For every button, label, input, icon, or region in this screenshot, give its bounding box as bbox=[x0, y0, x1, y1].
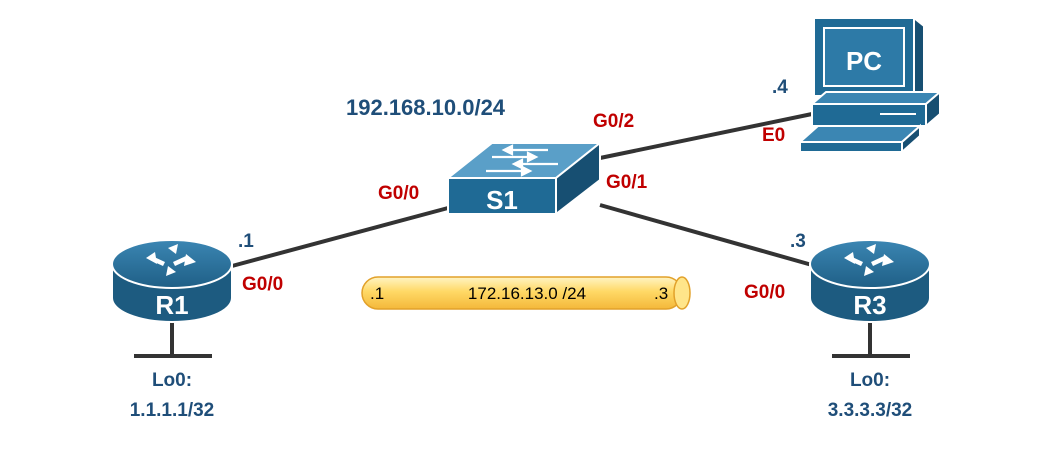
r3-g0-0-label: G0/0 bbox=[744, 282, 786, 303]
r3-loopback-label: Lo0: bbox=[849, 370, 891, 391]
r3-ip-label: .3 bbox=[790, 231, 806, 252]
s1-g0-2-label: G0/2 bbox=[593, 111, 635, 132]
router-icon: R1 bbox=[111, 239, 233, 358]
subnet-tunnel bbox=[361, 276, 691, 310]
pc-e0-label: E0 bbox=[762, 125, 786, 146]
r1-loopback-ip: 1.1.1.1/32 bbox=[129, 400, 215, 421]
link-r1-s1 bbox=[231, 206, 449, 268]
router-r1-name: R1 bbox=[155, 290, 188, 320]
tunnel-right-ip: .3 bbox=[654, 284, 668, 303]
r3-loopback-ip: 3.3.3.3/32 bbox=[827, 400, 913, 421]
tunnel-left-ip: .1 bbox=[370, 284, 384, 303]
switch-icon: S1 bbox=[445, 140, 603, 217]
network-label: 192.168.10.0/24 bbox=[346, 95, 506, 120]
link-s1-pc bbox=[599, 112, 813, 160]
router-icon: R3 bbox=[809, 239, 931, 358]
r1-loopback: Lo0: 1.1.1.1/32 bbox=[92, 366, 252, 426]
pc-icon: PC bbox=[797, 15, 943, 155]
r1-g0-0-label: G0/0 bbox=[242, 274, 284, 295]
r1-ip-label: .1 bbox=[238, 231, 254, 252]
link-s1-r3 bbox=[599, 203, 813, 267]
tunnel-subnet: 172.16.13.0 /24 bbox=[468, 284, 586, 303]
switch-name: S1 bbox=[486, 185, 518, 215]
r1-loopback-label: Lo0: bbox=[151, 370, 193, 391]
s1-g0-0-label: G0/0 bbox=[378, 183, 420, 204]
r3-loopback: Lo0: 3.3.3.3/32 bbox=[790, 366, 950, 426]
pc-ip-label: .4 bbox=[772, 77, 788, 98]
router-r3-name: R3 bbox=[853, 290, 886, 320]
pc-name: PC bbox=[846, 46, 882, 76]
s1-g0-1-label: G0/1 bbox=[606, 172, 648, 193]
